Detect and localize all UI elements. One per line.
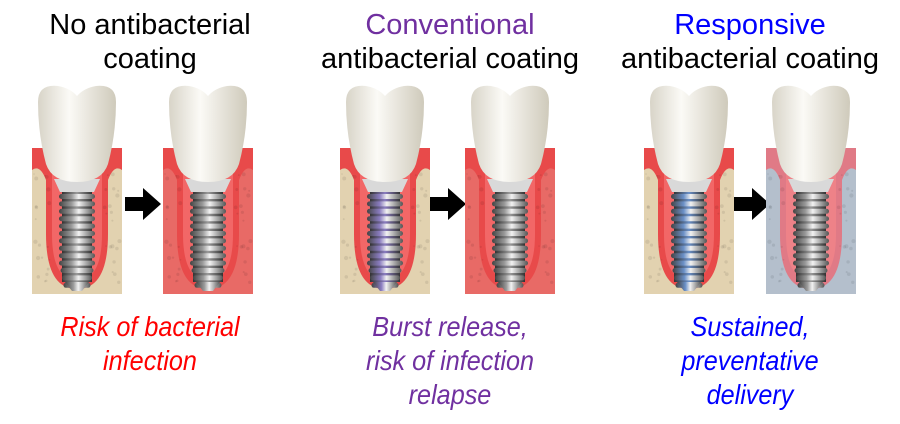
implant-before-icon: [340, 85, 430, 294]
column-title: Responsive antibacterial coating: [600, 8, 900, 76]
implant-before-icon: [644, 85, 734, 294]
caption-line: Risk of bacterial: [60, 311, 240, 342]
implant-before-icon: [32, 85, 122, 294]
title-line-2: coating: [103, 43, 197, 75]
caption-line: preventative: [681, 345, 819, 376]
title-line-1: No antibacterial: [49, 9, 251, 41]
caption-line: relapse: [408, 379, 492, 410]
column-title: Conventional antibacterial coating: [300, 8, 600, 76]
caption-line: delivery: [706, 379, 794, 410]
caption-line: Burst release,: [372, 311, 528, 342]
column-responsive-coating: Responsive antibacterial coating: [600, 0, 900, 424]
caption-line: infection: [103, 345, 197, 376]
column-title: No antibacterial coating: [0, 8, 300, 76]
implant-after-icon: [766, 85, 856, 294]
right-arrow-icon: [734, 188, 770, 220]
column-no-coating: No antibacterial coating: [0, 0, 300, 424]
right-arrow-icon: [430, 188, 466, 220]
right-arrow-icon: [125, 188, 161, 220]
implant-after-icon: [163, 85, 253, 294]
title-line-1: Responsive: [674, 9, 826, 41]
column-caption: Burst release, risk of infection relapse: [315, 310, 585, 412]
title-line-1: Conventional: [365, 9, 535, 41]
implant-after-icon: [465, 85, 555, 294]
column-caption: Sustained, preventative delivery: [615, 310, 885, 412]
title-line-2: antibacterial coating: [321, 43, 579, 75]
caption-line: Sustained,: [690, 311, 810, 342]
caption-line: risk of infection: [365, 345, 535, 376]
title-line-2: antibacterial coating: [621, 43, 879, 75]
column-caption: Risk of bacterial infection: [15, 310, 285, 378]
column-conventional-coating: Conventional antibacterial coating: [300, 0, 600, 424]
